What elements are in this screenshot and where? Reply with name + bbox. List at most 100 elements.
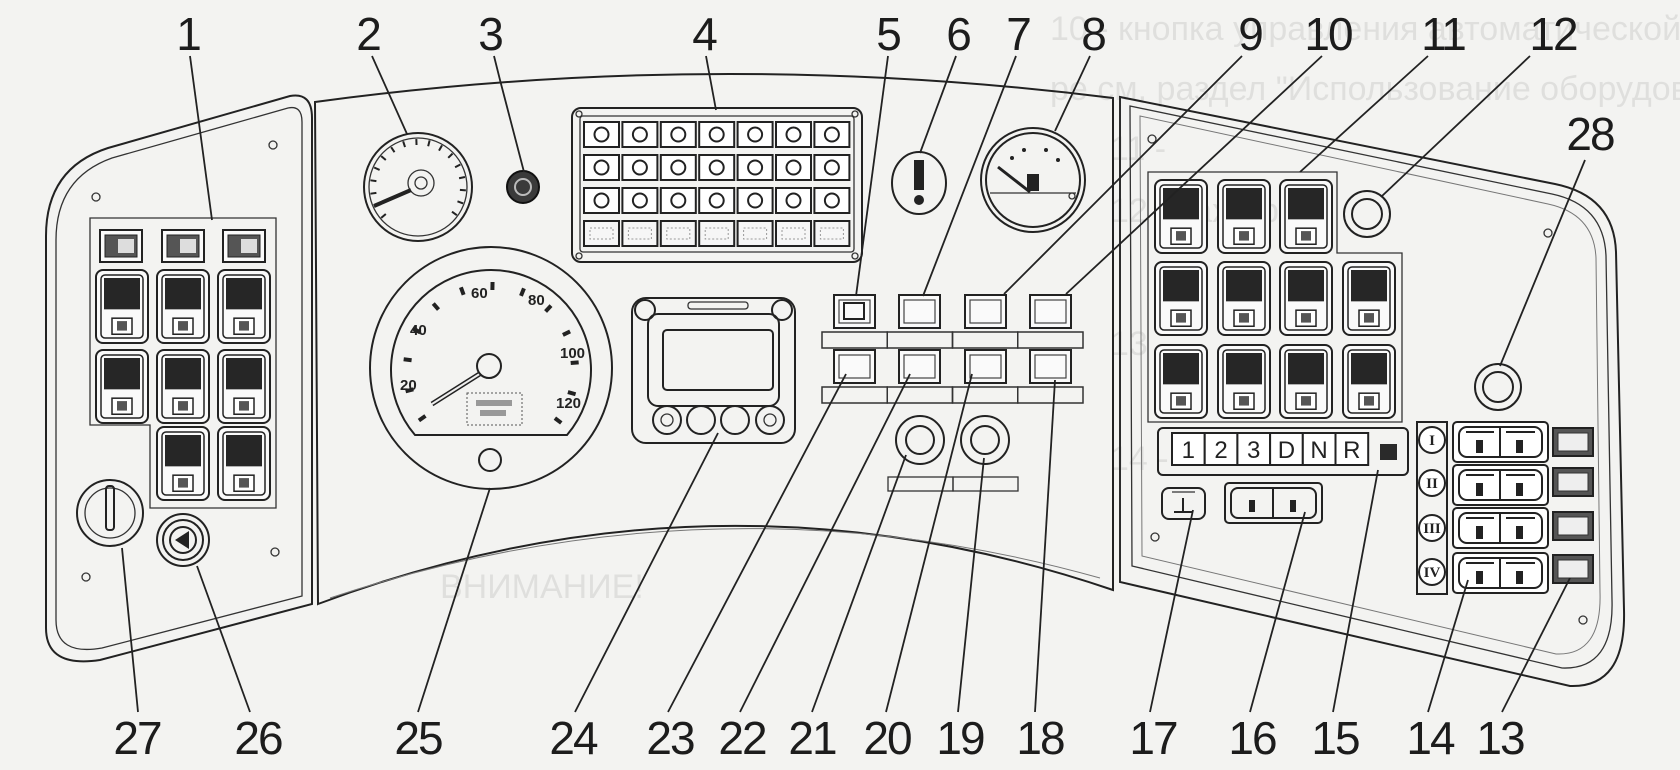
gear-label: 2: [1214, 437, 1227, 464]
bg-text-line: ре см. раздел "Использование оборудовани…: [1050, 70, 1680, 108]
rocker-switch[interactable]: [95, 269, 149, 344]
rocker-switch[interactable]: [1217, 179, 1271, 254]
double-switch[interactable]: [1452, 552, 1549, 594]
warning-symbol-icon: [823, 192, 840, 209]
tick-mark: [373, 166, 381, 171]
display-button[interactable]: [686, 405, 716, 435]
display-button[interactable]: [720, 405, 750, 435]
speed-label: 20: [400, 377, 417, 394]
hazard-button[interactable]: [156, 513, 210, 567]
warning-symbol-icon: [704, 227, 729, 240]
indicator-window: [165, 358, 201, 390]
gear-button-2[interactable]: 2: [1203, 432, 1239, 466]
indicator-window: [1226, 353, 1262, 385]
info-display: [631, 297, 796, 444]
double-switch[interactable]: [1452, 507, 1549, 549]
warning-lamp: [813, 220, 851, 247]
indicator-window: [165, 435, 201, 467]
gear-button-1[interactable]: 1: [1171, 432, 1206, 466]
rocker-switch[interactable]: [1279, 261, 1333, 336]
small-button[interactable]: [1552, 511, 1594, 541]
gear-button-R[interactable]: R: [1334, 432, 1370, 466]
rocker-switch[interactable]: [1154, 261, 1208, 336]
double-switch-16[interactable]: [1224, 482, 1323, 524]
rocker-switch[interactable]: [156, 426, 210, 501]
small-switch[interactable]: [99, 229, 143, 263]
control-knob-12[interactable]: [1343, 190, 1391, 238]
rocker-switch[interactable]: [1217, 344, 1271, 419]
rocker-switch[interactable]: [1217, 261, 1271, 336]
control-knob-28[interactable]: [1474, 363, 1522, 411]
switch-block-1-frame: [89, 217, 277, 509]
indicator-window: [226, 435, 262, 467]
callout-leaders: [121, 55, 1586, 713]
push-switch[interactable]: [1029, 349, 1072, 384]
switch-label-plate: [1017, 331, 1084, 349]
speedometer-reset-knob[interactable]: [478, 448, 502, 472]
switch-symbol-icon: [843, 302, 865, 320]
rocker-switch[interactable]: [217, 349, 271, 424]
rocker-switch[interactable]: [1154, 179, 1208, 254]
switch-17[interactable]: [1161, 487, 1206, 520]
warning-lamp: [775, 121, 812, 148]
small-switch[interactable]: [222, 229, 266, 263]
gear-button-3[interactable]: 3: [1236, 432, 1272, 466]
rotary-knob-19[interactable]: [960, 415, 1010, 465]
double-switch[interactable]: [1452, 464, 1549, 506]
push-switch[interactable]: [898, 294, 941, 329]
screw: [1147, 134, 1157, 144]
tick-mark: [417, 414, 427, 423]
rocker-switch[interactable]: [1279, 179, 1333, 254]
indicator-window: [226, 358, 262, 390]
warning-symbol-icon: [627, 227, 652, 240]
indicator-window: [1226, 270, 1262, 302]
axle-mode-indicator-circle: [1418, 558, 1446, 586]
tick-mark: [412, 326, 422, 335]
rocker-switch[interactable]: [1342, 344, 1396, 419]
small-button[interactable]: [1552, 554, 1594, 584]
push-switch[interactable]: [833, 294, 876, 329]
exclamation-icon: [914, 160, 924, 190]
tick-mark: [370, 191, 377, 195]
callout-4: 4: [692, 8, 717, 60]
double-switch[interactable]: [1452, 421, 1549, 463]
rocker-switch[interactable]: [1279, 344, 1333, 419]
rocker-switch[interactable]: [217, 426, 271, 501]
rocker-switch[interactable]: [1342, 261, 1396, 336]
ignition-key-switch[interactable]: [76, 479, 144, 547]
gear-button-D[interactable]: D: [1269, 432, 1304, 466]
push-switch[interactable]: [1029, 294, 1072, 329]
rocker-switch[interactable]: [156, 269, 210, 344]
rotary-knob-21[interactable]: [895, 415, 945, 465]
small-button[interactable]: [1552, 467, 1594, 497]
callout-8: 8: [1081, 8, 1105, 60]
gear-label: 1: [1182, 437, 1195, 464]
bg-text-line: 11 -: [1110, 130, 1166, 168]
display-button[interactable]: [755, 405, 785, 435]
push-switch[interactable]: [898, 349, 941, 384]
warning-lamp: [583, 187, 620, 214]
warning-lamp: [698, 154, 736, 181]
small-button[interactable]: [1552, 427, 1594, 457]
display-screen: [662, 329, 774, 391]
rocker-switch[interactable]: [217, 269, 271, 344]
bg-text-line: ВНИМАНИЕ!: [440, 568, 644, 606]
warning-lamp: [583, 121, 620, 148]
rocker-switch[interactable]: [156, 349, 210, 424]
gear-button-N[interactable]: N: [1301, 432, 1337, 466]
small-switch[interactable]: [161, 229, 205, 263]
indicator-window: [1163, 270, 1199, 302]
display-button[interactable]: [652, 405, 682, 435]
bg-text-line: 10 - кнопка управления автоматической си…: [1050, 10, 1680, 48]
indicator-window: [1163, 353, 1199, 385]
push-switch[interactable]: [833, 349, 876, 384]
callout-27: 27: [113, 712, 161, 764]
callout-22: 22: [718, 712, 766, 764]
push-switch[interactable]: [964, 294, 1007, 329]
warning-symbol-icon: [785, 159, 802, 176]
callout-19: 19: [936, 712, 984, 764]
warning-lamp: [621, 154, 659, 181]
rocker-switch[interactable]: [95, 349, 149, 424]
rocker-switch[interactable]: [1154, 344, 1208, 419]
